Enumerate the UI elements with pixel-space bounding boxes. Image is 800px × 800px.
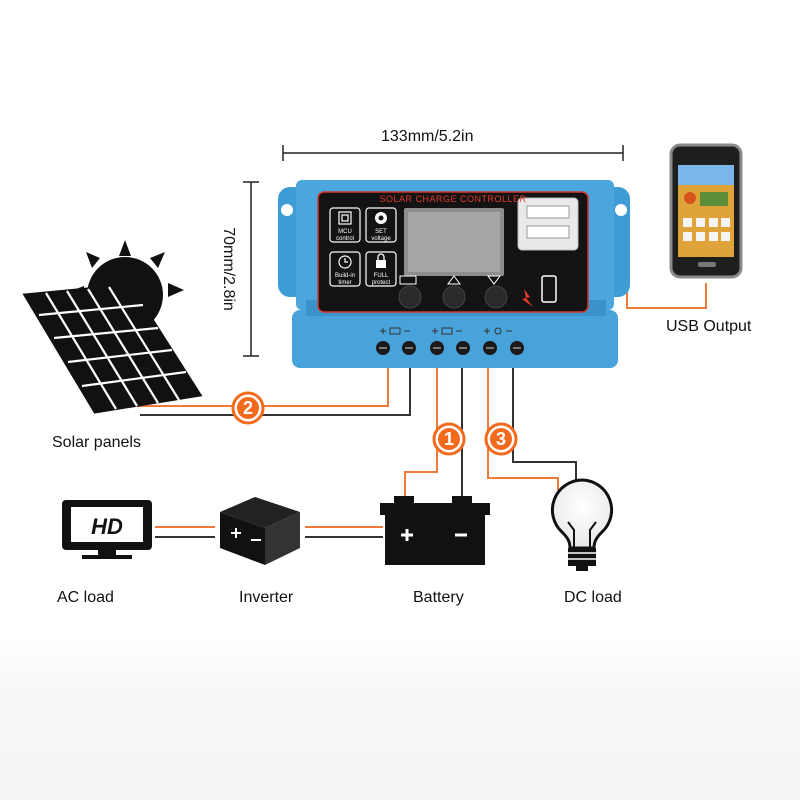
- clock-icon: [338, 255, 352, 269]
- terminal-block: [376, 341, 524, 355]
- tv-icon: [62, 500, 152, 559]
- smartphone-icon: [669, 143, 743, 279]
- solar-wire-positive: [135, 352, 389, 407]
- inverter-label: Inverter: [239, 589, 294, 606]
- feature-protect-line1: FULL: [374, 273, 389, 279]
- battery-wire-positive: [404, 352, 438, 496]
- width-dimension-label: 133mm/5.2in: [381, 128, 474, 145]
- terminal-screw: [510, 341, 524, 355]
- solar-panel-icon: [22, 240, 203, 414]
- load-wire-positive: [487, 352, 559, 490]
- tv-hd-label: HD: [91, 514, 123, 539]
- usb-output-label: USB Output: [666, 318, 752, 335]
- battery-label: Battery: [413, 589, 464, 606]
- height-dimension-label: 70mm/2.8in: [219, 227, 237, 311]
- phone-icon: [541, 275, 557, 303]
- solar-panels-label: Solar panels: [52, 434, 141, 451]
- wires: [135, 212, 707, 538]
- feature-timer-line1: Build-in: [335, 273, 355, 279]
- width-dimension-line: [282, 145, 624, 161]
- ac-load-label: AC load: [57, 589, 114, 606]
- usb-port-icon: [517, 197, 579, 251]
- solar-wire-negative: [140, 352, 411, 416]
- terminal-screw: [430, 341, 444, 355]
- controller-title: SOLAR CHARGE CONTROLLER: [379, 194, 526, 204]
- gear-icon: [375, 212, 387, 224]
- step-badge-3: 3: [484, 422, 518, 456]
- svg-text:2: 2: [243, 398, 253, 418]
- up-icon: [447, 275, 461, 285]
- inverter-icon: [220, 497, 300, 565]
- menu-icon: [399, 275, 417, 285]
- menu-button[interactable]: [398, 285, 422, 309]
- battery-icon: [380, 496, 490, 565]
- feature-set-line2: voltage: [371, 236, 391, 242]
- height-dimension-line: [243, 181, 259, 357]
- light-bulb-icon: [550, 478, 614, 571]
- feature-timer-line2: timer: [338, 280, 351, 286]
- dc-load-label: DC load: [564, 589, 622, 606]
- lock-icon: [376, 253, 386, 268]
- load-wire-negative: [512, 352, 577, 482]
- svg-text:3: 3: [496, 429, 506, 449]
- down-button[interactable]: [484, 285, 508, 309]
- feature-mcu-line1: MCU: [338, 229, 352, 235]
- feature-set-line1: SET: [375, 229, 387, 235]
- terminal-symbols: [380, 327, 512, 335]
- step-badge-1: 1: [432, 422, 466, 456]
- terminal-screw: [376, 341, 390, 355]
- terminal-screw: [456, 341, 470, 355]
- up-button[interactable]: [442, 285, 466, 309]
- terminal-screw: [483, 341, 497, 355]
- charge-controller: [278, 180, 630, 368]
- step-badge-2: 2: [231, 391, 265, 425]
- feature-mcu-line2: control: [336, 236, 354, 242]
- down-icon: [487, 275, 501, 285]
- terminal-screw: [402, 341, 416, 355]
- feature-protect-line2: protect: [372, 280, 391, 286]
- svg-text:1: 1: [444, 429, 454, 449]
- chip-icon: [338, 211, 352, 225]
